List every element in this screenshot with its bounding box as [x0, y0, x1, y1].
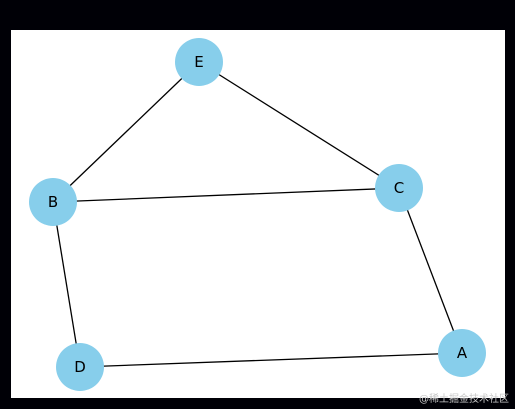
watermark: @稀土掘金技术社区	[419, 394, 509, 405]
edge-e-b	[52, 61, 200, 203]
node-circle	[438, 329, 486, 377]
node-label: B	[48, 193, 58, 211]
node-circle	[375, 164, 423, 212]
node-e: E	[175, 38, 223, 86]
edge-c-a	[398, 187, 463, 354]
edge-b-d	[52, 201, 81, 368]
node-circle	[29, 178, 77, 226]
network-graph: E B C D A	[29, 38, 486, 391]
node-a: A	[438, 329, 486, 377]
node-circle	[175, 38, 223, 86]
node-c: C	[375, 164, 423, 212]
edge-b-c	[52, 187, 400, 203]
node-b: B	[29, 178, 77, 226]
node-label: A	[457, 344, 468, 362]
node-d: D	[56, 343, 104, 391]
node-label: D	[74, 358, 86, 376]
edge-e-c	[198, 61, 400, 189]
edges-layer	[52, 61, 463, 368]
node-label: E	[194, 53, 203, 71]
graph-canvas: E B C D A	[11, 30, 505, 398]
node-circle	[56, 343, 104, 391]
edge-d-a	[79, 352, 463, 368]
nodes-layer: E B C D A	[29, 38, 486, 391]
node-label: C	[394, 179, 404, 197]
